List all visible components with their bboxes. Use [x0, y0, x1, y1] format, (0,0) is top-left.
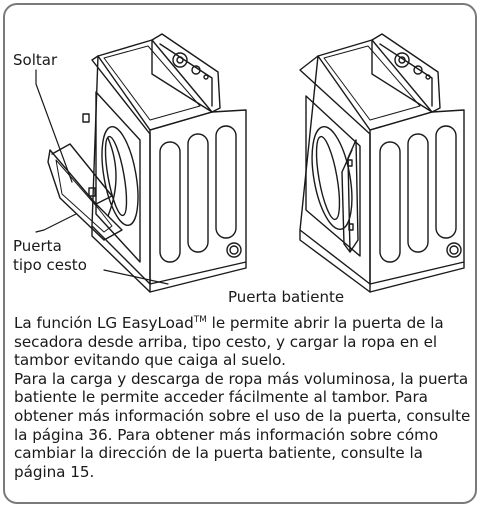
- content-frame: [3, 3, 477, 504]
- dryer-left-basket-door: [47, 33, 247, 293]
- trademark-sup: TM: [193, 314, 207, 325]
- dryer-illustrations: [35, 33, 465, 293]
- swing-door-label: Puerta batiente: [228, 288, 345, 306]
- release-label: Soltar: [13, 51, 58, 69]
- paragraph1-end: le permite abrir la puerta de la secador…: [14, 314, 444, 370]
- basket-door-label-line1: Puerta: [13, 237, 62, 255]
- callout-lines: [35, 69, 169, 285]
- basket-door-label-line2: tipo cesto: [13, 256, 87, 274]
- description-text: La función LG EasyLoadTM le permite abri…: [14, 314, 472, 481]
- swing-door-paragraph: Para la carga y descarga de ropa más vol…: [14, 369, 471, 481]
- release-callout-line: [35, 69, 73, 183]
- basket-door-base-line: [103, 269, 169, 285]
- basket-door-callout-line: [35, 213, 77, 233]
- easyload-paragraph: La función LG EasyLoadTM le permite abri…: [14, 314, 472, 370]
- paragraph1-start: La función LG EasyLoad: [14, 314, 194, 332]
- dryer-right-swing-door: [299, 33, 465, 293]
